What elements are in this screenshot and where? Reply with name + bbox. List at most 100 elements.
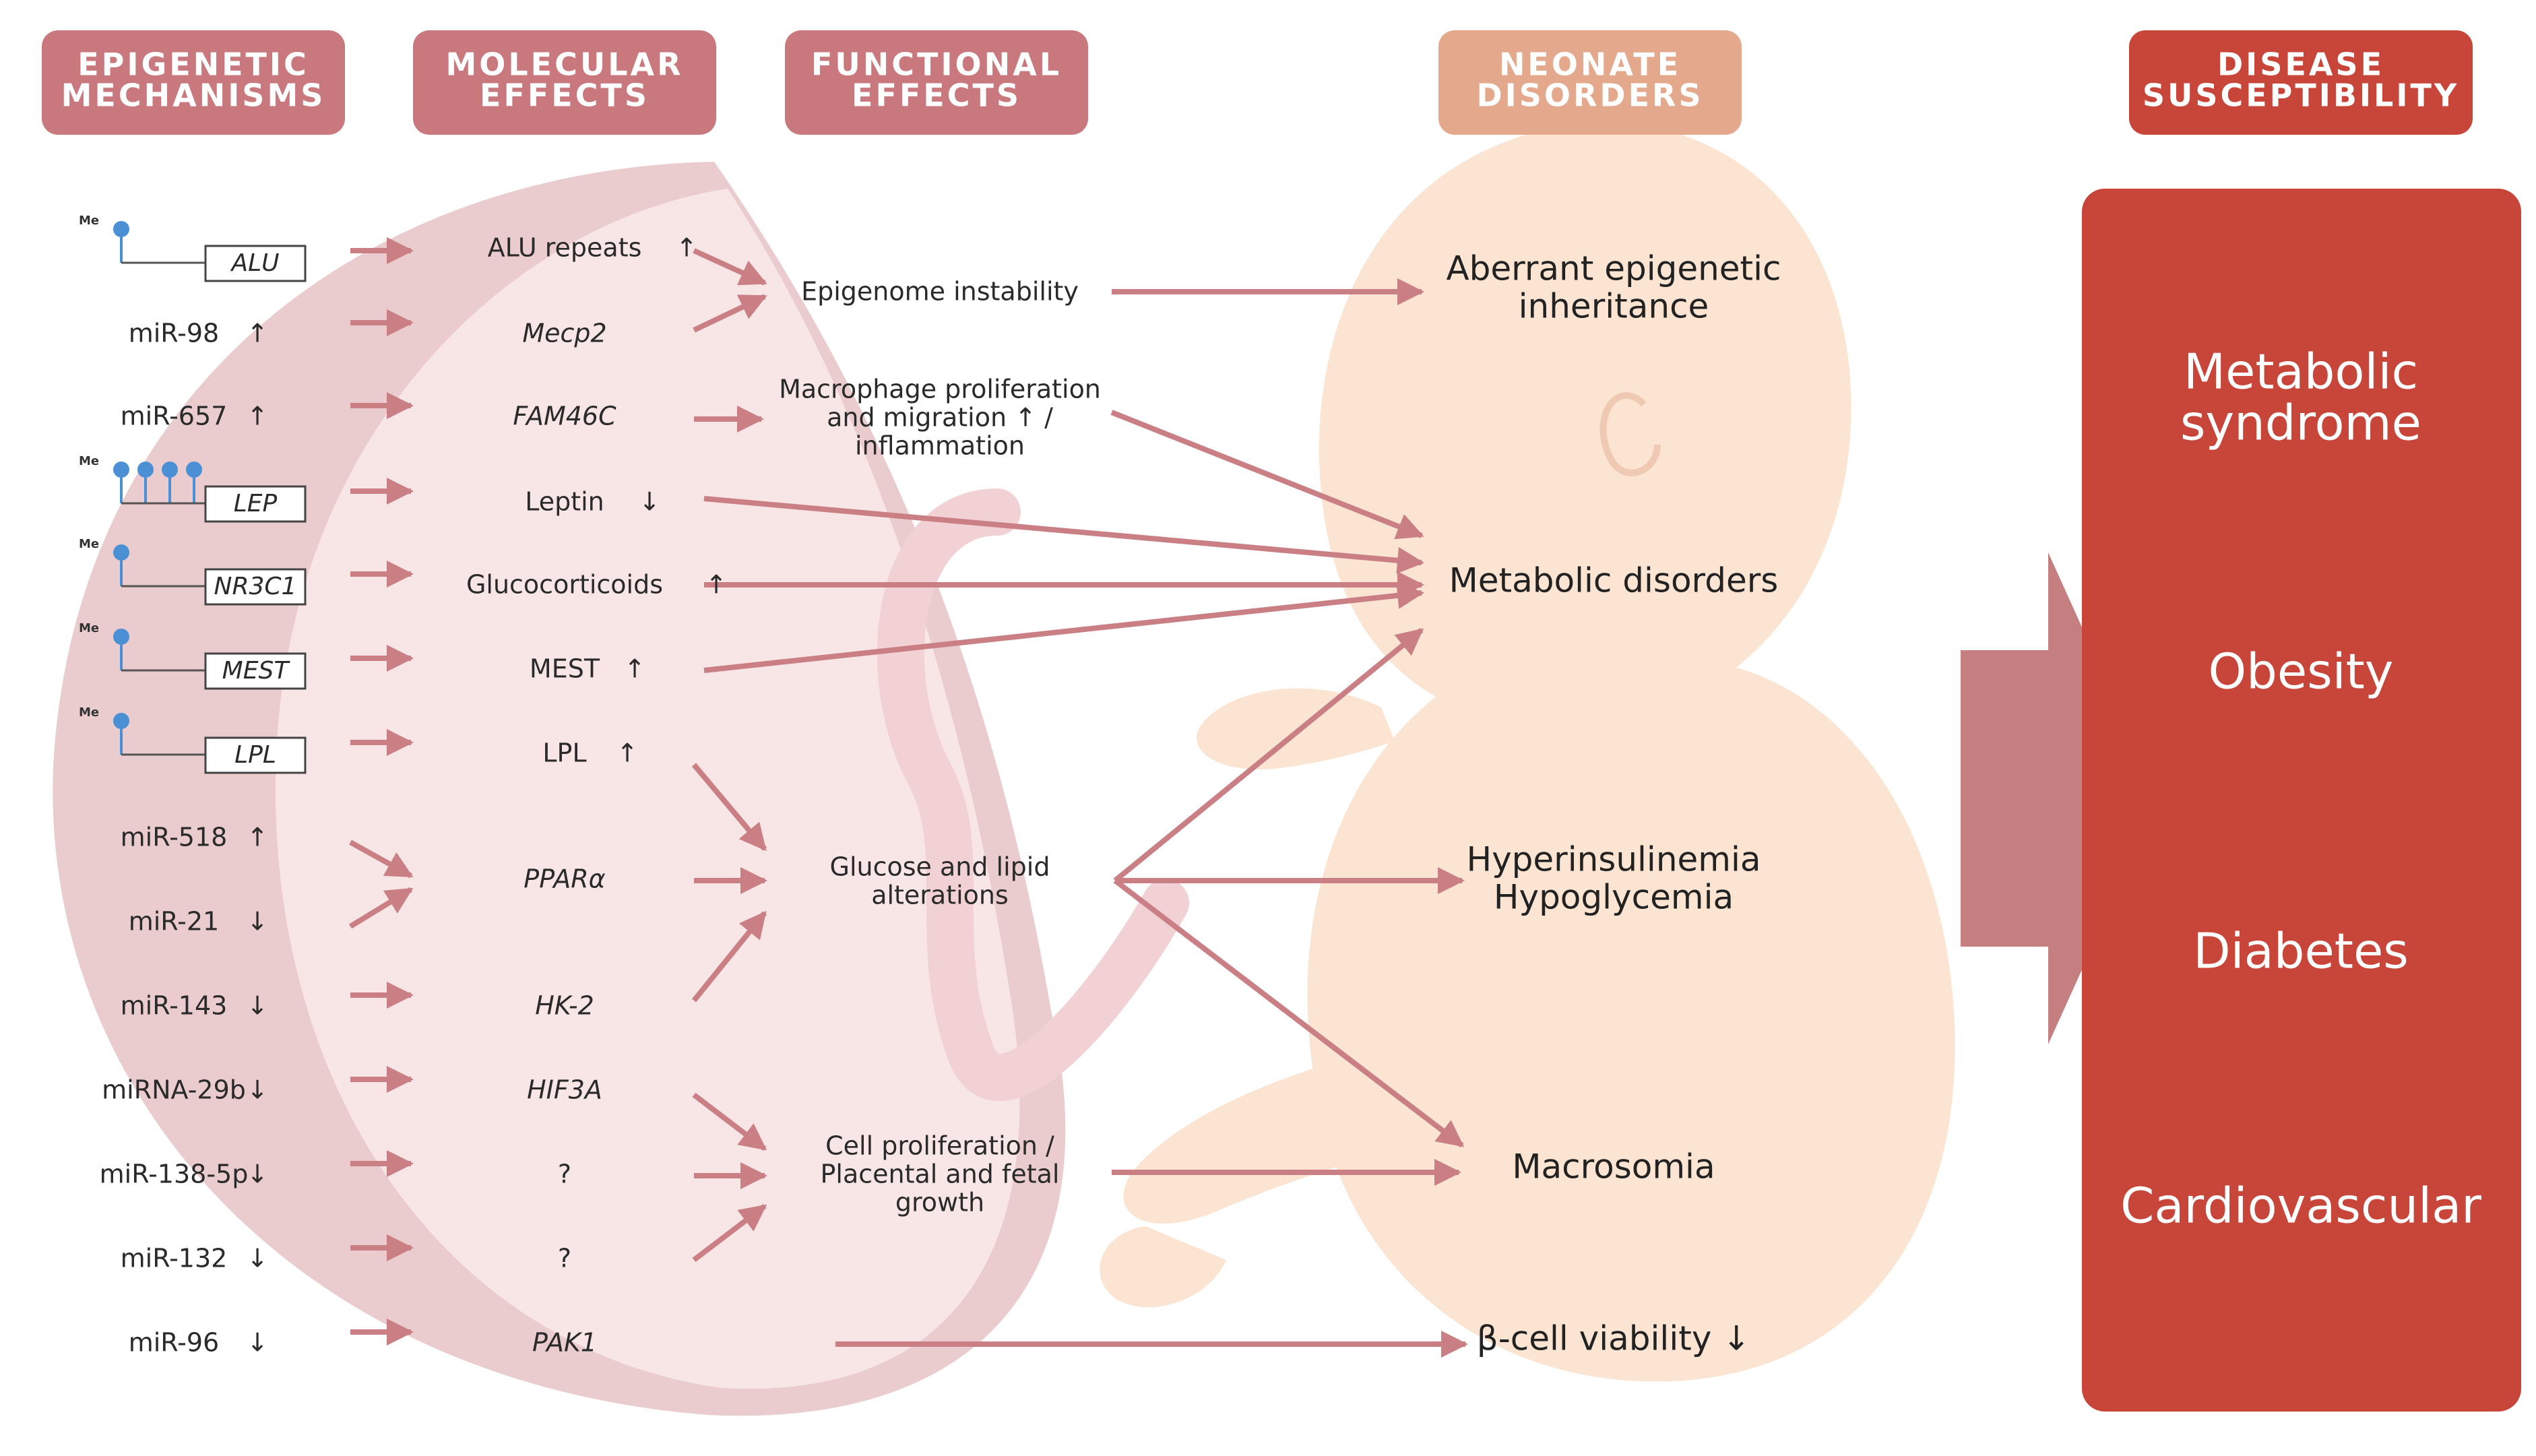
molecular-arrow xyxy=(691,910,767,1003)
regulation-arrow: ↓ xyxy=(247,1244,268,1273)
fetus-ear xyxy=(1599,392,1661,476)
functional-arrow xyxy=(1110,410,1424,540)
methyl-pin-icon xyxy=(162,462,178,478)
header-molecular-text-line-2: EFFECTS xyxy=(480,77,649,114)
fetus-body xyxy=(1307,654,1955,1382)
mechanism-mir-21: miR-21↓ xyxy=(129,907,268,937)
functional-effect-text-line-1: Epigenome instability xyxy=(801,277,1079,307)
functional-effect-text-line-3: inflammation xyxy=(855,431,1025,461)
molecular-effect-label: ? xyxy=(558,1244,571,1273)
fetus-leg xyxy=(1123,1038,1482,1224)
mirna-label: miR-138-5p xyxy=(100,1160,249,1189)
header-neonate-box xyxy=(1438,30,1742,135)
molecular-arrow xyxy=(692,1203,767,1263)
disease-text-line-1: Obesity xyxy=(2208,643,2393,700)
functional-effect-4: Cell proliferation /Placental and fetalg… xyxy=(820,1131,1059,1217)
header-epigenetic-text-line-2: MECHANISMS xyxy=(61,77,326,114)
gene-box xyxy=(204,652,307,690)
mechanism-arrow xyxy=(348,887,414,929)
methyl-mark-label: Me xyxy=(79,705,99,720)
disease-2: Obesity xyxy=(2208,643,2393,700)
methyl-pin-icon xyxy=(113,221,129,237)
molecular-arrow xyxy=(693,294,767,333)
methyl-mark-label: Me xyxy=(79,621,99,635)
molecular-effect-4: Leptin ↓ xyxy=(525,487,660,517)
functional-effect-text-line-3: growth xyxy=(895,1188,984,1217)
regulation-arrow: ↑ xyxy=(247,402,268,431)
gene-box xyxy=(204,245,307,282)
header-neonate-text-line-2: DISORDERS xyxy=(1476,77,1703,114)
molecular-effect-label: FAM46C xyxy=(513,402,616,431)
mirna-label: miR-657 xyxy=(121,402,228,431)
mechanism-mir-96: miR-96↓ xyxy=(129,1328,268,1358)
functional-effect-text-line-2: and migration ↑ / xyxy=(827,403,1053,433)
regulation-arrow: ↓ xyxy=(247,1075,268,1105)
header-disease-box xyxy=(2129,30,2473,135)
molecular-effect-12: ? xyxy=(558,1244,571,1273)
big-arrow xyxy=(1961,552,2159,1044)
neonate-disorder-text-line-2: inheritance xyxy=(1519,287,1709,326)
molecular-effect-3: FAM46C xyxy=(513,402,616,431)
methyl-pin-icon xyxy=(113,713,129,729)
neonate-disorder-text-line-1: Metabolic disorders xyxy=(1449,561,1779,600)
mechanism-mir-132: miR-132↓ xyxy=(121,1244,268,1273)
molecular-effect-label: MEST xyxy=(530,654,600,684)
functional-effect-text-line-1: Glucose and lipid xyxy=(830,852,1050,882)
methyl-mark-label: Me xyxy=(79,454,99,468)
molecular-effect-label: PAK1 xyxy=(532,1328,597,1358)
direct-arrow xyxy=(703,496,1424,574)
regulation-arrow: ↓ xyxy=(247,991,268,1021)
umbilical-cord xyxy=(877,488,1189,1101)
molecular-arrow xyxy=(691,763,767,852)
disease-text-line-2: syndrome xyxy=(2180,395,2421,451)
functional-arrow xyxy=(1113,627,1424,883)
header-molecular-text-line-1: MOLECULAR xyxy=(445,46,683,83)
header-functional-box xyxy=(785,30,1088,135)
molecular-effect-label: Leptin xyxy=(525,487,604,517)
disease-text-line-1: Cardiovascular xyxy=(2120,1178,2481,1234)
molecular-effect-label: HK-2 xyxy=(535,991,594,1021)
regulation-arrow: ↓ xyxy=(247,1328,268,1358)
gene-label: ALU xyxy=(230,249,279,277)
mechanism-mir-98: miR-98↑ xyxy=(129,319,268,348)
regulation-arrow: ↓ xyxy=(639,487,660,517)
functional-effect-text-line-2: Placental and fetal xyxy=(820,1160,1059,1189)
gene-label: LPL xyxy=(234,741,276,769)
gene-label: MEST xyxy=(222,657,291,685)
neonate-disorder-text-line-1: Macrosomia xyxy=(1512,1147,1715,1186)
gene-label: NR3C1 xyxy=(214,573,297,600)
mirna-label: miRNA-29b xyxy=(102,1075,246,1105)
disease-4: Cardiovascular xyxy=(2120,1178,2481,1234)
header-disease-text-line-2: SUSCEPTIBILITY xyxy=(2143,77,2459,114)
header-neonate-text-line-1: NEONATE xyxy=(1499,46,1681,83)
molecular-effect-label: HIF3A xyxy=(527,1075,602,1105)
gene-box xyxy=(204,736,307,774)
neonate-disorder-4: Macrosomia xyxy=(1512,1147,1715,1186)
molecular-effect-13: PAK1 xyxy=(532,1328,597,1358)
neonate-disorder-text-line-1: Aberrant epigenetic xyxy=(1446,249,1781,288)
gene-label: LEP xyxy=(234,490,278,517)
molecular-effect-10: HIF3A xyxy=(527,1075,602,1105)
mechanism-mirna-29b: miRNA-29b↓ xyxy=(102,1075,268,1105)
molecular-effect-8: PPARα xyxy=(524,864,605,894)
molecular-effect-label: Glucocorticoids xyxy=(466,570,663,600)
regulation-arrow: ↓ xyxy=(247,1160,268,1189)
functional-effect-text-line-1: Cell proliferation / xyxy=(825,1131,1054,1161)
molecular-arrow xyxy=(692,1092,767,1151)
header-epigenetic-box xyxy=(42,30,345,135)
header-functional-text-line-2: EFFECTS xyxy=(852,77,1021,114)
mirna-label: miR-98 xyxy=(129,319,220,348)
regulation-arrow: ↑ xyxy=(247,823,268,852)
molecular-effect-label: ALU repeats xyxy=(488,233,642,263)
neonate-disorder-text-line-2: Hypoglycemia xyxy=(1494,878,1734,917)
